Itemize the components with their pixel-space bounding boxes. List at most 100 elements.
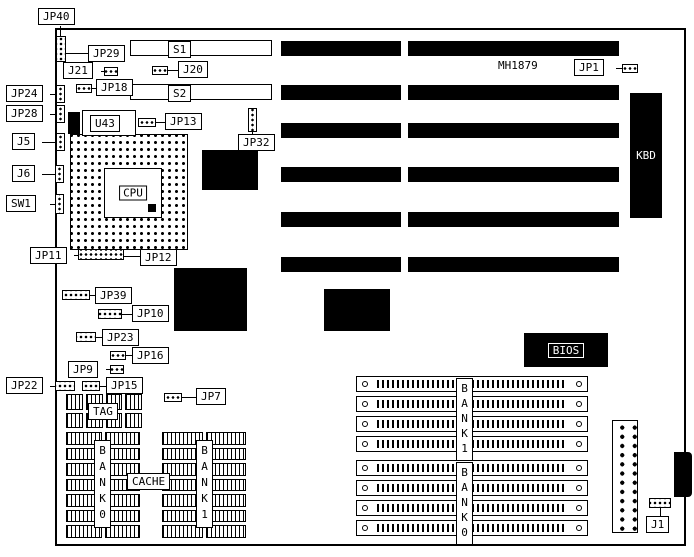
callout-jp13: JP13 <box>165 113 202 130</box>
leader-line <box>92 88 96 89</box>
cache-chip <box>162 494 203 507</box>
leader-line <box>66 53 88 54</box>
cpu-die: CPU <box>104 168 162 218</box>
leader-line <box>106 369 110 370</box>
jumper-j6-pins <box>55 165 64 183</box>
cache-chip <box>66 394 83 410</box>
jumper-jp13-pins <box>138 118 156 127</box>
callout-jp7: JP7 <box>196 388 226 405</box>
cache-chip <box>205 432 246 445</box>
switch-sw1-pins <box>55 194 64 214</box>
leader-line <box>50 114 57 115</box>
callout-jp9: JP9 <box>68 361 98 378</box>
leader-line <box>101 71 104 72</box>
callout-jp12: JP12 <box>140 249 177 266</box>
power-connector <box>612 420 638 533</box>
callout-jp16: JP16 <box>132 347 169 364</box>
cache-chip <box>205 463 246 476</box>
jumper-jp16-pins <box>110 351 126 360</box>
slot-s2-label: S2 <box>168 85 192 102</box>
bank0-label: BANK0 <box>456 462 473 545</box>
leader-line <box>168 70 178 71</box>
slot-s1 <box>130 40 272 56</box>
cpu-socket: CPU <box>70 134 188 250</box>
leader-line <box>156 122 165 123</box>
isa-slot-bar <box>281 257 401 272</box>
isa-slot-bar <box>281 41 401 56</box>
jumper-jp24-pins <box>56 85 65 103</box>
cache-chip <box>162 478 203 492</box>
jumper-j5-pins <box>56 133 65 151</box>
cache-chip <box>66 478 102 492</box>
board-outline <box>55 28 686 546</box>
isa-slot-bar <box>408 167 619 182</box>
cache-chip <box>66 412 83 428</box>
callout-j21: J21 <box>63 62 93 79</box>
cache-chip <box>104 463 140 476</box>
leader-line <box>96 337 102 338</box>
jumper-jp40-pins <box>56 36 66 62</box>
cache-chip <box>104 447 140 461</box>
cache-chip <box>104 525 140 538</box>
leader-line <box>74 255 78 256</box>
leader-line <box>122 314 132 315</box>
leader-line <box>42 142 56 143</box>
cache-bank1-label: BANK1 <box>196 440 213 528</box>
cache-chip <box>162 463 203 476</box>
cache-bank0-label: BANK0 <box>94 440 111 528</box>
isa-slot-bar <box>408 212 619 227</box>
cache-chip <box>205 494 246 507</box>
cpu-label: CPU <box>119 185 147 201</box>
jumper-jp7-pins <box>164 393 182 402</box>
cache-bank0-grid <box>66 432 140 538</box>
leader-line <box>90 295 95 296</box>
jumper-jp39-pins <box>62 290 90 300</box>
jumper-jp15-pins <box>82 381 100 391</box>
callout-jp10: JP10 <box>132 305 169 322</box>
bios-chip: BIOS <box>524 333 608 367</box>
leader-line <box>616 68 622 69</box>
connector-j1-pins <box>649 498 671 508</box>
callout-jp32: JP32 <box>238 134 275 151</box>
keyboard-controller: KBD <box>630 93 662 218</box>
isa-slot-bar <box>408 85 619 100</box>
isa-slot-bar <box>281 85 401 100</box>
cpu-pin1-dot <box>148 204 156 212</box>
jumper-jp10-pins <box>98 309 122 319</box>
callout-jp18: JP18 <box>96 79 133 96</box>
bank1-label: BANK1 <box>456 378 473 461</box>
part-number: MH1879 <box>498 59 538 72</box>
cache-chip <box>205 478 246 492</box>
cache-chip <box>162 509 203 523</box>
leader-line <box>252 130 253 135</box>
jumper-jp28-pins <box>56 105 65 123</box>
callout-jp24: JP24 <box>6 85 43 102</box>
cache-chip <box>66 463 102 476</box>
leader-line <box>42 174 55 175</box>
cache-chip <box>205 525 246 538</box>
cache-chip <box>66 525 102 538</box>
callout-j1: J1 <box>646 516 670 533</box>
leader-line <box>124 256 140 257</box>
cache-chip <box>104 509 140 523</box>
cache-chip <box>66 494 102 507</box>
callout-jp15: JP15 <box>106 377 143 394</box>
slot-s2 <box>130 84 272 100</box>
cache-chip <box>125 394 142 410</box>
callout-jp22: JP22 <box>6 377 43 394</box>
leader-line <box>50 386 55 387</box>
leader-line <box>50 94 57 95</box>
jumper-jp11-jp12-pins <box>78 249 124 260</box>
isa-slot-bar <box>281 123 401 138</box>
jumper-jp22-pins <box>55 381 75 391</box>
leader-line <box>182 397 196 398</box>
external-connector <box>674 452 692 497</box>
jumper-j20-pins <box>152 66 168 75</box>
isa-slot-bar <box>408 123 619 138</box>
callout-jp11: JP11 <box>30 247 67 264</box>
jumper-j21-pins <box>104 67 118 76</box>
callout-j6: J6 <box>12 165 36 182</box>
cache-chip <box>162 447 203 461</box>
ic-chip <box>324 289 390 331</box>
callout-jp29: JP29 <box>88 45 125 62</box>
